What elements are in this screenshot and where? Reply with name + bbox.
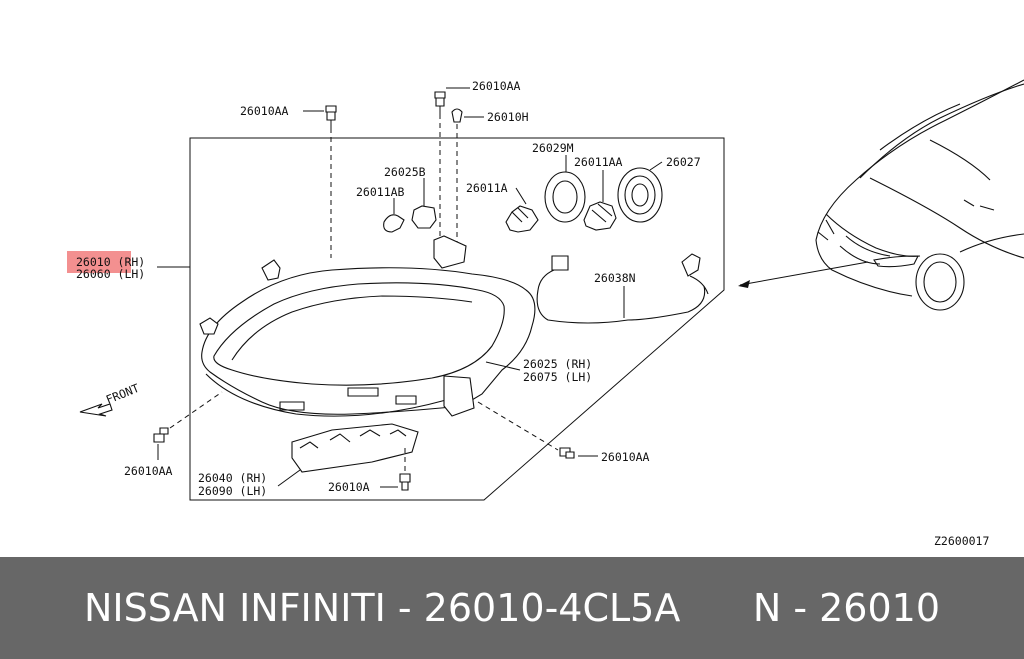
assembly-frame xyxy=(189,137,725,501)
callout-cap-large: 26027 xyxy=(666,155,701,169)
callout-bracket-lh: 26090 (LH) xyxy=(198,484,267,498)
wire-harness xyxy=(536,253,709,324)
callout-cap-small: 26029M xyxy=(532,141,574,155)
bolt-left xyxy=(153,427,169,460)
callout-assembly-lh: 26060 (LH) xyxy=(76,267,145,281)
callout-assembly-rh: 26010 (RH) xyxy=(76,255,145,269)
clip-top xyxy=(451,108,484,123)
callout-socket: 26025B xyxy=(384,165,426,179)
front-label: FRONT xyxy=(104,381,141,407)
bracket xyxy=(277,423,419,487)
bolt-top-left xyxy=(303,105,337,128)
callout-bulb-side: 26011A xyxy=(466,181,508,195)
footer-part-number: NISSAN INFINITI - 26010-4CL5A xyxy=(83,586,681,630)
callout-bolt-top-left: 26010AA xyxy=(240,104,289,118)
footer-oem-code: N - 26010 xyxy=(752,586,941,630)
cap-large xyxy=(617,161,663,223)
callout-bolt-left: 26010AA xyxy=(124,464,173,478)
callout-bolt-top-center: 26010AA xyxy=(472,79,521,93)
headlight-body xyxy=(199,235,536,417)
callout-unit-lh: 26075 (LH) xyxy=(523,370,592,384)
footer-banner: NISSAN INFINITI - 26010-4CL5A N - 26010 xyxy=(0,557,1024,659)
bulb-side xyxy=(505,187,539,233)
parts-diagram: FRONT 26010AA 26010AA 26010H 26025B 2601… xyxy=(76,79,1024,548)
part-highlight xyxy=(67,251,131,273)
pointer-arrow xyxy=(738,261,869,288)
callout-harness: 26038N xyxy=(594,271,636,285)
cap-small xyxy=(544,155,586,223)
socket xyxy=(411,178,437,229)
footer-spacer xyxy=(680,586,752,630)
callout-unit-rh: 26025 (RH) xyxy=(523,357,592,371)
bulb-small xyxy=(383,198,405,233)
front-arrow: FRONT xyxy=(79,381,141,417)
callout-clip-top: 26010H xyxy=(487,110,529,124)
bolt-right xyxy=(559,447,598,459)
bolt-top-center xyxy=(434,87,470,114)
callout-bulb-small: 26011AB xyxy=(356,185,405,199)
callout-bracket-rh: 26040 (RH) xyxy=(198,471,267,485)
callout-bulb-main: 26011AA xyxy=(574,155,623,169)
diagram-code: Z2600017 xyxy=(934,534,989,548)
bulb-main xyxy=(583,170,617,231)
bolt-bottom xyxy=(380,473,411,491)
car-sketch xyxy=(815,79,1024,311)
callout-bolt-right: 26010AA xyxy=(601,450,650,464)
callout-bolt-bottom: 26010A xyxy=(328,480,370,494)
